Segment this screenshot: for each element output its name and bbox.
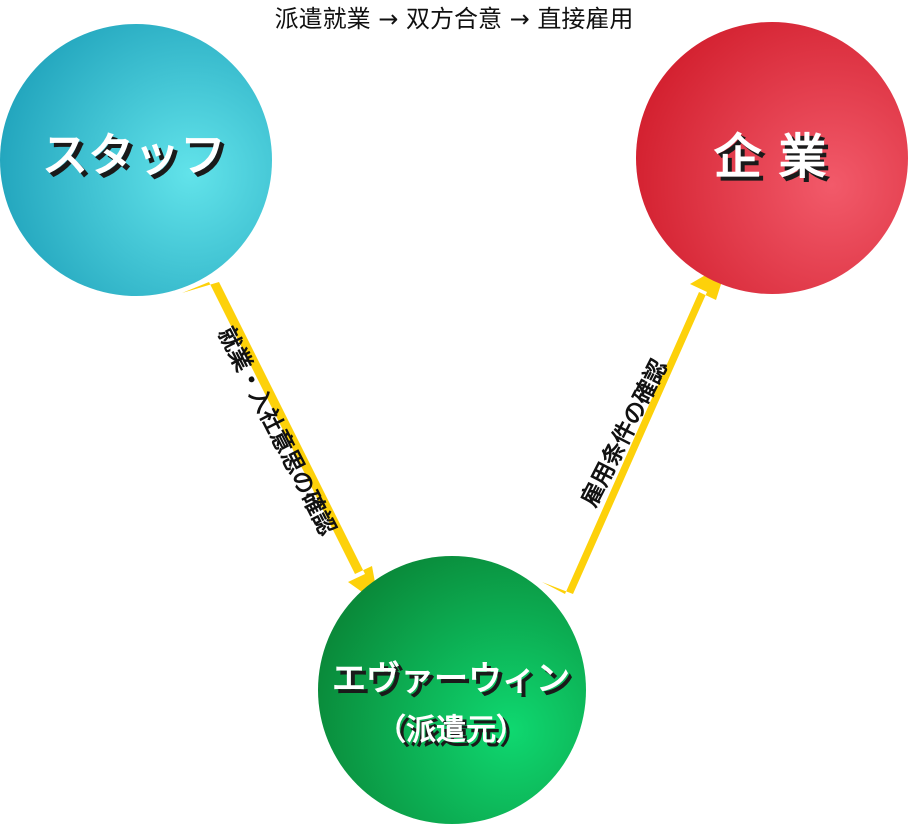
- agency-label: エヴァーウィン: [332, 659, 570, 699]
- agency-sublabel: （派遣元）: [376, 713, 526, 748]
- staff-label: スタッフ: [42, 128, 226, 182]
- agency-circle: [318, 556, 586, 824]
- arrow-agency-to-company-label: 雇用条件の確認: [576, 355, 673, 511]
- agency-sublabel-shadow: （派遣元）: [380, 717, 530, 752]
- company-circle: [636, 22, 908, 294]
- node-company: 企 業 企 業: [636, 22, 908, 294]
- company-label-shadow: 企 業: [718, 133, 831, 189]
- company-label: 企 業: [714, 129, 827, 185]
- node-staff: スタッフ スタッフ: [0, 24, 272, 296]
- diagram-title: 派遣就業 → 双方合意 → 直接雇用: [275, 5, 634, 33]
- staff-circle: [0, 24, 272, 296]
- arrow-staff-to-agency-shape: [182, 282, 379, 604]
- arrow-staff-to-agency-label: 就業・入社意思の確認: [212, 323, 340, 540]
- staff-label-shadow: スタッフ: [46, 132, 230, 186]
- arrow-agency-to-company: 雇用条件の確認: [542, 262, 728, 594]
- arrow-agency-to-company-shape: [542, 262, 728, 594]
- arrow-staff-to-agency: 就業・入社意思の確認: [182, 282, 379, 604]
- node-agency: エヴァーウィン エヴァーウィン （派遣元） （派遣元）: [318, 556, 586, 824]
- agency-label-shadow: エヴァーウィン: [336, 663, 574, 703]
